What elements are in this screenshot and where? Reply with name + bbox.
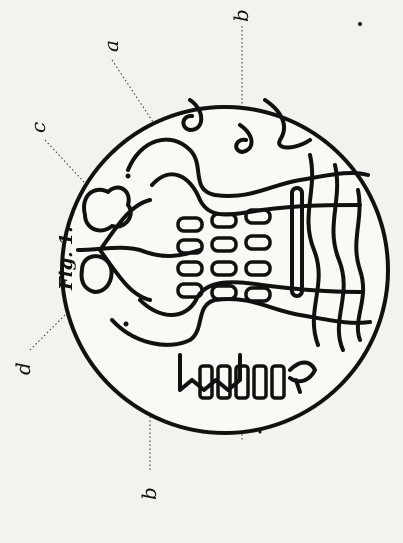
speck	[124, 322, 129, 327]
label-c: c	[26, 122, 50, 133]
speck	[259, 431, 262, 434]
label-a: a	[99, 40, 123, 52]
label-b-bottom: b	[137, 487, 161, 500]
label-b-top: b	[229, 9, 253, 22]
label-d: d	[11, 362, 35, 375]
speck	[358, 22, 362, 26]
figure-caption: Fig. 1.	[56, 226, 77, 291]
speck	[126, 174, 131, 179]
